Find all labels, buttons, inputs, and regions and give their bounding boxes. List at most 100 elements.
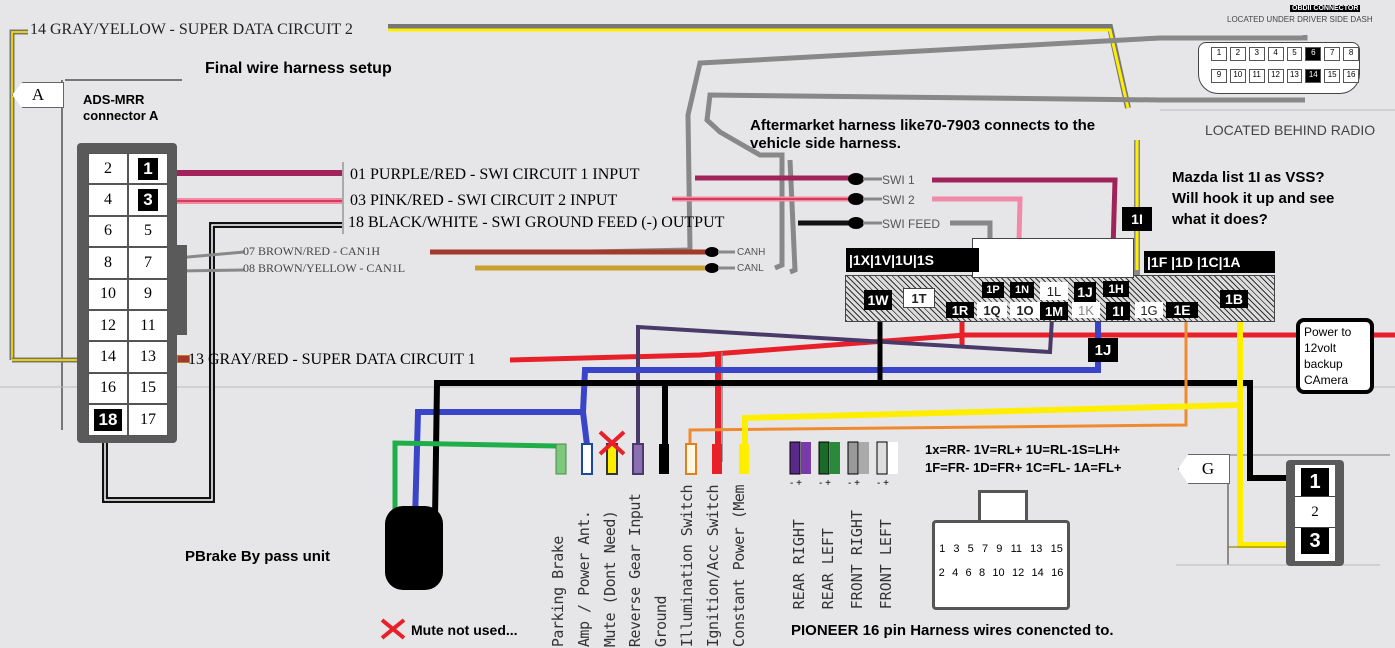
- pin-1N: 1N: [1010, 282, 1034, 298]
- obd-pin-14: 14: [1305, 69, 1322, 83]
- pioneer-wire-label: Parking Brake: [549, 536, 567, 648]
- pin-1H: 1H: [1103, 281, 1129, 297]
- mute-x-icon: [598, 430, 626, 456]
- connector-g-tag: G: [1178, 454, 1230, 484]
- g-pin-1: 1: [1301, 468, 1329, 496]
- pioneer-wire-label: Amp / Power Ant.: [574, 510, 593, 648]
- obd-pin-10: 10: [1229, 69, 1246, 83]
- pioneer-wire-label: Ground: [652, 595, 671, 648]
- stub-fr-neg: [847, 441, 859, 475]
- pioneer-note: PIONEER 16 pin Harness wires conencted t…: [791, 622, 1114, 639]
- wire-08-label: 08 BROWN/YELLOW - CAN1L: [243, 261, 406, 275]
- pioneer-wire-label: Mute (Dont Need): [600, 510, 619, 648]
- note-x-icon: [380, 618, 406, 640]
- pioneer-plug-pin-11: 11: [1010, 543, 1022, 555]
- connector-a-label: ADS-MRR connector A: [83, 92, 158, 124]
- obd-pin-5: 5: [1286, 47, 1303, 61]
- connector-a-pin-1: 1: [128, 153, 168, 185]
- connector-a-pin-3: 3: [128, 184, 168, 216]
- page-title: Final wire harness setup: [205, 60, 392, 77]
- obd-title: OBDII CONNECTOR: [1290, 5, 1361, 12]
- stub-fl-neg: [876, 441, 888, 475]
- pioneer-plug-pin-1: 1: [939, 543, 946, 555]
- pioneer-wire-label: Reverse Gear Input: [626, 493, 645, 648]
- wire-07-label: 07 BROWN/RED - CAN1H: [243, 244, 380, 258]
- stub-rl-neg: [818, 441, 830, 475]
- obd-pin-2: 2: [1229, 47, 1246, 61]
- camera-note-line1: Power to: [1304, 325, 1352, 339]
- wire-01-label: 01 PURPLE/RED - SWI CIRCUIT 1 INPUT: [350, 166, 640, 183]
- pioneer-plug-pin-6: 6: [965, 567, 972, 579]
- connector-a-pin-12: 12: [88, 309, 128, 342]
- obd-pin-8: 8: [1343, 47, 1359, 61]
- connector-a-tag-label: A: [31, 85, 45, 104]
- obd-pin-7: 7: [1324, 47, 1341, 61]
- obd-pin-1: 1: [1211, 47, 1227, 61]
- pin-1K: 1K: [1072, 302, 1100, 318]
- obd-pin-12: 12: [1267, 69, 1284, 83]
- tag-1I: 1I: [1122, 207, 1152, 231]
- camera-note-line2: 12volt: [1304, 341, 1337, 355]
- canl-label: CANL: [737, 263, 764, 274]
- connector-a-latch: [175, 245, 187, 335]
- stub-rr-neg: [789, 441, 801, 475]
- connector-a-label-line1: ADS-MRR: [83, 92, 145, 107]
- splice-canl: [705, 263, 719, 273]
- speaker-map-line2: 1F=FR- 1D=FR+ 1C=FL- 1A=FL+: [925, 460, 1122, 475]
- pin-1T: 1T: [903, 288, 935, 308]
- pioneer-wire-labels: Parking Brake Amp / Power Ant. Mute (Dont …: [549, 485, 748, 647]
- connector-a-pin-4: 4: [88, 184, 128, 216]
- speaker-pins-right-header: |1F |1D |1C|1A: [1144, 251, 1275, 273]
- highlighted-pin-badge: 18: [93, 408, 123, 431]
- canh-label: CANH: [737, 247, 766, 258]
- connector-a-pin-2: 2: [88, 153, 128, 185]
- pin-1G: 1G: [1135, 302, 1163, 318]
- g-pin-2: 2: [1295, 496, 1335, 528]
- wire-14-label: 14 GRAY/YELLOW - SUPER DATA CIRCUIT 2: [30, 21, 353, 38]
- stub-fl-pos: [888, 442, 898, 474]
- speaker-polarity-row: - + - + - + - +: [790, 478, 906, 489]
- connector-a-pin-16: 16: [88, 372, 128, 405]
- wire-super-data-2-yellow: [388, 28, 1130, 109]
- connector-a-pin-9: 9: [128, 278, 168, 310]
- splice-swi2: [848, 193, 864, 205]
- camera-power-note: Power to 12volt backup CAmera: [1296, 318, 1374, 394]
- stub-reverse: [632, 443, 644, 475]
- wire-18-stripe: [104, 224, 342, 501]
- wire-obd-14: [704, 92, 1305, 271]
- mazda-note-line3: what it does?: [1172, 211, 1268, 228]
- wire-ground-main: [432, 380, 1295, 521]
- stub-ignition: [712, 444, 722, 474]
- pioneer-plug-pin-13: 13: [1030, 543, 1043, 555]
- connector-g-tag-label: G: [1201, 459, 1215, 478]
- pioneer-plug-pin-10: 10: [992, 567, 1005, 579]
- pioneer-plug-pin-8: 8: [978, 567, 986, 579]
- pin-1I: 1I: [1106, 302, 1130, 320]
- obd-subtitle: LOCATED UNDER DRIVER SIDE DASH: [1227, 15, 1373, 24]
- connector-a-pin-8: 8: [88, 247, 128, 279]
- pioneer-wire-label: Ignition/Acc Switch: [703, 485, 722, 648]
- pin-1O: 1O: [1010, 302, 1040, 318]
- tag-1J: 1J: [1088, 338, 1118, 362]
- pioneer-plug-pin-2: 2: [938, 567, 945, 579]
- polarity-fr: - +: [848, 478, 860, 489]
- connector-a-pin-15: 15: [128, 372, 168, 405]
- pioneer-plug-pin-4: 4: [952, 567, 959, 579]
- divider: [342, 162, 344, 234]
- stub-rr-pos: [801, 442, 811, 474]
- speaker-rear-left: REAR LEFT: [819, 528, 837, 610]
- wire-14-yellow: [11, 31, 28, 360]
- pin-1B: 1B: [1220, 290, 1248, 308]
- pioneer-plug-pin-16: 16: [1051, 567, 1064, 579]
- swi2-label: SWI 2: [882, 193, 915, 207]
- wire-illumination-1E: [688, 318, 1188, 445]
- polarity-rr: - +: [790, 478, 802, 489]
- connector-a-pin-18: 18: [88, 404, 128, 436]
- wire-18-label: 18 BLACK/WHITE - SWI GROUND FEED (-) OUT…: [348, 214, 725, 231]
- connector-a-pin-13: 13: [128, 341, 168, 373]
- stub-rl-pos: [830, 442, 840, 474]
